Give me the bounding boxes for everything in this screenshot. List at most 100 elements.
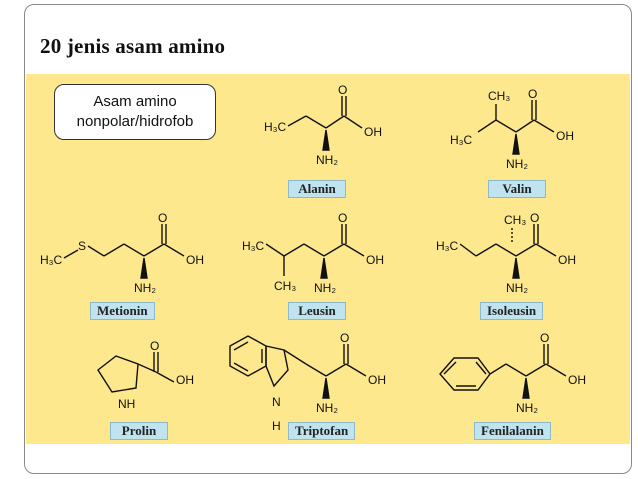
bond <box>265 345 289 388</box>
atom-label: NH₂ <box>506 281 528 295</box>
bond <box>143 243 165 257</box>
atom-label: O <box>540 331 549 345</box>
label-triptofan: Triptofan <box>288 422 356 440</box>
bond <box>322 377 330 399</box>
bond <box>477 119 497 133</box>
atom-label: O <box>158 211 167 225</box>
bond <box>233 362 249 372</box>
category-line1: Asam amino <box>93 93 177 110</box>
atom-label: S <box>78 239 86 253</box>
label-isoleusin: Isoleusin <box>480 302 544 320</box>
category-box: Asam amino nonpolar/hidrofob <box>54 84 216 140</box>
bond <box>320 257 328 279</box>
atom-label: H <box>272 419 281 433</box>
atom-label: NH₂ <box>134 281 156 295</box>
bond <box>155 371 175 383</box>
bond <box>303 243 325 257</box>
atom-label: O <box>530 211 539 225</box>
bond <box>287 115 307 127</box>
atom-label: NH₂ <box>316 401 338 415</box>
bond <box>475 361 487 375</box>
bond <box>322 129 330 151</box>
atom-label: OH <box>366 253 384 267</box>
atom-label: OH <box>186 253 204 267</box>
proline-structure: O OH NH <box>97 339 194 411</box>
label-metionin: Metionin <box>90 302 155 320</box>
bond <box>283 243 305 257</box>
atom-label: OH <box>368 373 386 387</box>
bond <box>512 133 520 155</box>
bond <box>495 243 517 257</box>
bond <box>137 363 157 373</box>
atom-label: OH <box>558 253 576 267</box>
atom-label: NH₂ <box>314 281 336 295</box>
bond <box>123 243 145 257</box>
bond <box>283 349 307 365</box>
slide-title: 20 jenis asam amino <box>40 34 226 58</box>
tryptophan-structure: O OH NH₂ N H <box>229 331 386 433</box>
bond <box>495 119 517 133</box>
bond <box>535 243 557 257</box>
label-fenilalanin: Fenilalanin <box>474 422 551 440</box>
bond <box>140 257 148 279</box>
bond <box>265 243 285 257</box>
bond <box>439 357 491 391</box>
atom-label: O <box>338 83 347 97</box>
category-line2: nonpolar/hidrofob <box>76 113 194 130</box>
atom-label: NH₂ <box>516 401 538 415</box>
bond <box>489 363 507 375</box>
atom-label: CH₃ <box>504 213 526 227</box>
bond <box>505 363 527 377</box>
bond <box>533 119 555 133</box>
atom-label: OH <box>364 125 382 139</box>
bond <box>545 363 567 377</box>
bond <box>345 363 367 377</box>
methionine-structure: H₃C S O OH NH₂ <box>40 211 204 295</box>
bond <box>459 243 477 257</box>
label-valin: Valin <box>488 180 546 198</box>
alanine-structure: H₃C O OH NH₂ <box>264 83 382 167</box>
label-leusin: Leusin <box>288 302 346 320</box>
bond <box>343 243 365 257</box>
bond <box>522 377 530 399</box>
valine-structure: CH₃ H₃C O OH NH₂ <box>450 87 574 171</box>
bond <box>325 363 347 377</box>
bond <box>305 115 327 129</box>
atom-label: N <box>272 395 281 409</box>
atom-label: H₃C <box>264 120 287 134</box>
bond <box>87 245 105 257</box>
atom-label: O <box>338 211 347 225</box>
bond <box>323 243 345 257</box>
bond <box>443 361 457 375</box>
bond <box>97 355 139 393</box>
label-alanin: Alanin <box>288 180 346 198</box>
atom-label: OH <box>568 373 586 387</box>
bond <box>515 243 537 257</box>
bond <box>525 363 547 377</box>
bond <box>163 243 185 257</box>
bond <box>515 119 535 133</box>
atom-label: NH₂ <box>316 153 338 167</box>
atom-label: H₃C <box>450 133 473 147</box>
atom-label: H₃C <box>40 253 63 267</box>
atom-label: NH <box>118 397 135 411</box>
bond <box>512 257 520 279</box>
amino-acid-panel: Asam amino nonpolar/hidrofob H₃C O OH NH… <box>26 74 630 444</box>
atom-label: O <box>150 339 159 353</box>
bond <box>233 341 249 351</box>
bond <box>103 243 125 257</box>
atom-label: OH <box>176 373 194 387</box>
atom-label: O <box>528 87 537 101</box>
bond <box>325 115 345 129</box>
bond <box>475 243 497 257</box>
atom-label: O <box>340 331 349 345</box>
atom-label: NH₂ <box>506 157 528 171</box>
atom-label: CH₃ <box>274 279 296 293</box>
atom-label: CH₃ <box>488 89 510 103</box>
bond <box>63 249 79 259</box>
atom-label: OH <box>556 129 574 143</box>
phenylalanine-structure: O OH NH₂ <box>439 331 586 415</box>
bond <box>343 115 363 129</box>
label-prolin: Prolin <box>110 422 168 440</box>
isoleucine-structure: CH₃ H₃C O OH NH₂ <box>436 211 576 295</box>
